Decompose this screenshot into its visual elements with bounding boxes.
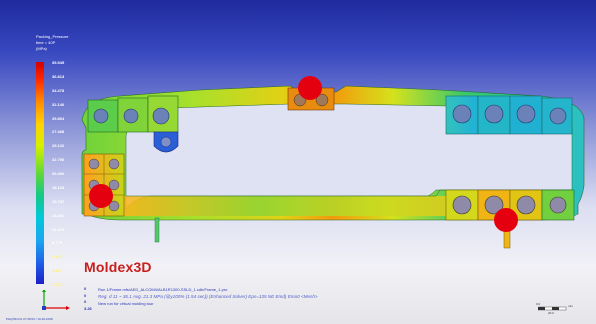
legend-tick-label: 4.107 [52, 268, 63, 274]
info-number-4: 3.26 [84, 305, 92, 311]
scale-label-end: 20.0 [548, 311, 554, 315]
blue-tab [153, 131, 179, 153]
legend-tick-label: 27.468 [52, 129, 65, 135]
logo-suffix: 3D [133, 259, 152, 275]
info-line-3: New run for virtual molding tour [98, 301, 154, 306]
legend-tick-label: 34.478 [52, 87, 65, 93]
legend-time: time = 40P [36, 40, 56, 45]
legend-title-block: Packing_Pressure time = 40P (MPa) [36, 34, 68, 52]
legend-tick-label: 11.115 [52, 226, 64, 232]
legend-unit: (MPa) [36, 46, 47, 51]
info-line-2: Reg. d 11 ~ 36.1 Avg. 21.3 MPa (@y100% (… [98, 294, 318, 299]
info-line-1: Run 1/Frame.mfs/AED_ALCOM4/ALB1R1300-SSL… [98, 287, 228, 292]
gate-marker-bottom-right[interactable] [494, 208, 518, 232]
gate-marker-left[interactable] [89, 184, 113, 208]
info-number-1: 0 [84, 286, 87, 291]
legend-tick-label: 6.443 [52, 254, 63, 260]
legend-tick-label: 8.779 [52, 240, 63, 246]
legend-tick-label: 13.451 [52, 212, 65, 218]
legend-tick-label: 25.132 [52, 143, 65, 149]
rib-pin-left [154, 217, 160, 243]
boss-group-bottom-right [445, 189, 575, 221]
legend-tick-label: 18.123 [52, 184, 65, 190]
info-block: Run 1/Frame.mfs/AED_ALCOM4/ALB1R1300-SSL… [98, 286, 318, 307]
gate-marker-top[interactable] [298, 76, 322, 100]
legend-tick-label: 36.813 [52, 73, 65, 79]
boss-group-top-right [445, 95, 573, 135]
scale-label-start: 0.0 [536, 302, 541, 306]
legend-tick-label: 39.545 [52, 60, 65, 65]
moldex-logo: Moldex3D [84, 259, 152, 275]
info-numbers: 0 0 0 3.26 [84, 286, 92, 312]
legend-title: Packing_Pressure [36, 34, 69, 39]
legend-tick-label: 32.140 [52, 101, 65, 107]
color-legend-bar [36, 62, 44, 284]
info-number-2: 0 [84, 292, 87, 298]
scale-bar [538, 306, 567, 311]
footer-stamp: PHQ/SD-D1 07:28:03 / 10-30-2018 [6, 317, 53, 321]
legend-tick-label: 22.796 [52, 157, 65, 163]
boss-group-top-left [87, 95, 179, 133]
legend-tick-label: 29.804 [52, 115, 65, 121]
scale-label-unit: mm [568, 304, 573, 308]
legend-tick-label: 20.460 [52, 171, 65, 176]
legend-tick-label: 1.771 [52, 282, 63, 287]
axis-triad-icon [42, 290, 70, 310]
legend-tick-label: 15.787 [52, 198, 65, 204]
logo-brand: Moldex [84, 259, 134, 275]
info-number-3: 0 [84, 299, 87, 304]
